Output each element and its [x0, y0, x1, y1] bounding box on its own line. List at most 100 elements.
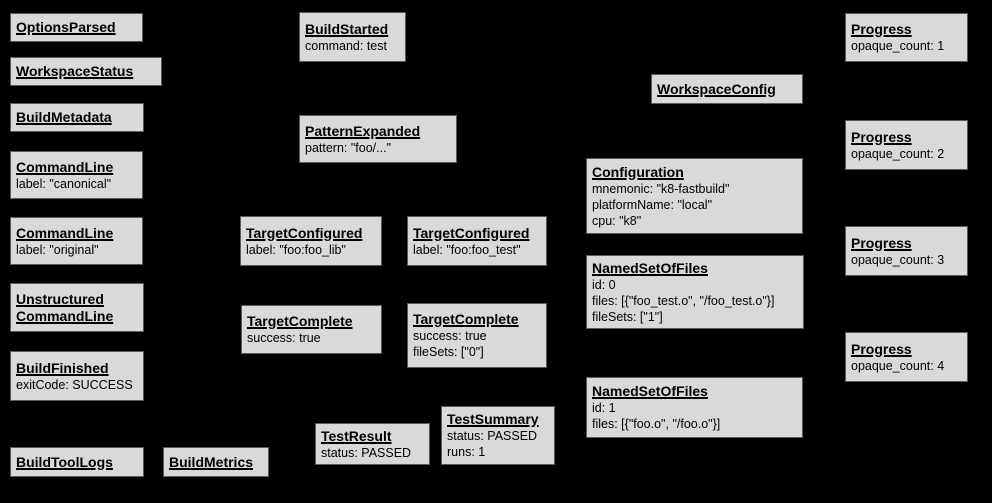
node-title: Progress — [851, 129, 962, 146]
node-field: status: PASSED — [321, 445, 412, 460]
node-title-line: TargetConfigured — [246, 224, 363, 241]
node-fields: label: "foo:foo_lib" — [246, 242, 376, 258]
node-title-line: PatternExpanded — [305, 122, 421, 139]
node-fields: status: PASSED — [321, 445, 424, 461]
node-field: opaque_count: 4 — [851, 358, 945, 373]
node-title-line: TargetConfigured — [413, 224, 530, 241]
node-title-line: TargetComplete — [413, 311, 519, 327]
node-title-line: WorkspaceStatus — [16, 63, 134, 79]
node-title-line: BuildMetadata — [16, 109, 112, 125]
node-progress-4: Progress opaque_count: 4 — [845, 332, 968, 382]
node-title: BuildStarted — [305, 21, 400, 38]
node-title: Configuration — [592, 164, 797, 181]
node-workspace-config: WorkspaceConfig — [651, 74, 803, 104]
node-field: cpu: "k8" — [592, 213, 642, 228]
node-title: TargetComplete — [247, 313, 376, 330]
node-progress-1: Progress opaque_count: 1 — [845, 13, 968, 62]
node-build-metrics: BuildMetrics — [163, 447, 269, 477]
node-title: PatternExpanded — [305, 123, 451, 140]
node-field: label: "canonical" — [16, 176, 112, 191]
node-fields: command: test — [305, 38, 400, 54]
node-test-result: TestResult status: PASSED — [315, 423, 430, 465]
node-title: Progress — [851, 235, 962, 252]
node-field: pattern: "foo/..." — [305, 140, 392, 155]
node-field: status: PASSED — [447, 429, 538, 443]
node-fields: mnemonic: "k8-fastbuild"platformName: "l… — [592, 181, 797, 229]
node-title: WorkspaceStatus — [16, 63, 156, 80]
node-title-line: Progress — [851, 128, 912, 145]
node-fields: status: PASSED runs: 1 — [447, 428, 549, 460]
node-title-line: WorkspaceConfig — [657, 80, 776, 97]
node-title-line: Progress — [851, 340, 912, 357]
node-title-line: CommandLine — [16, 307, 114, 324]
node-field: files: [{"foo_test.o", "/foo_test.o"}] — [592, 293, 775, 308]
node-field: files: [{"foo.o", "/foo.o"}] — [592, 417, 721, 431]
node-title-line: TargetComplete — [247, 313, 353, 329]
node-workspace-status: WorkspaceStatus — [10, 57, 162, 86]
node-target-configured-test: TargetConfigured label: "foo:foo_test" — [407, 216, 547, 266]
node-title-line: CommandLine — [16, 158, 114, 175]
node-fields: opaque_count: 3 — [851, 252, 962, 268]
node-build-finished: BuildFinished exitCode: SUCCESS — [10, 351, 144, 401]
node-options-parsed: OptionsParsed — [10, 13, 143, 42]
node-progress-3: Progress opaque_count: 3 — [845, 226, 968, 276]
node-title-line: OptionsParsed — [16, 19, 116, 35]
node-title: NamedSetOfFiles — [592, 260, 798, 277]
node-field: opaque_count: 1 — [851, 39, 945, 53]
node-title-line: BuildFinished — [16, 359, 109, 376]
node-title-line: TestResult — [321, 427, 392, 444]
node-title-line: CommandLine — [16, 224, 114, 241]
node-target-configured-lib: TargetConfigured label: "foo:foo_lib" — [240, 216, 382, 266]
node-fields: label: "canonical" — [16, 176, 137, 192]
node-field: platformName: "local" — [592, 197, 713, 212]
node-title: CommandLine — [16, 159, 137, 176]
node-title-line: NamedSetOfFiles — [592, 259, 708, 276]
node-configuration: Configuration mnemonic: "k8-fastbuild"pl… — [586, 158, 803, 234]
node-fields: success: true — [247, 330, 376, 346]
node-test-summary: TestSummary status: PASSED runs: 1 — [441, 406, 555, 465]
node-title: TargetComplete — [413, 311, 541, 328]
node-title: TestSummary — [447, 411, 549, 428]
node-field: success: true — [247, 331, 321, 345]
node-field: opaque_count: 2 — [851, 146, 945, 161]
node-fields: opaque_count: 4 — [851, 358, 962, 374]
node-build-tool-logs: BuildToolLogs — [10, 447, 144, 477]
node-title-line: Configuration — [592, 163, 684, 180]
node-field: opaque_count: 3 — [851, 252, 945, 267]
node-title-line: NamedSetOfFiles — [592, 383, 708, 399]
node-fields: exitCode: SUCCESS — [16, 377, 138, 393]
node-title: BuildFinished — [16, 360, 138, 377]
node-fields: label: "original" — [16, 242, 137, 258]
node-field: fileSets: ["0"] — [413, 345, 484, 359]
node-named-set-of-files-1: NamedSetOfFiles id: 1 files: [{"foo.o", "… — [586, 377, 803, 438]
node-title: BuildMetrics — [169, 454, 263, 471]
node-command-line-original: CommandLine label: "original" — [10, 217, 143, 265]
node-title: BuildMetadata — [16, 109, 138, 126]
node-fields: opaque_count: 1 — [851, 38, 962, 54]
node-title-line: Progress — [851, 21, 912, 37]
node-field: command: test — [305, 38, 387, 53]
node-field: id: 1 — [592, 401, 616, 415]
node-title: BuildToolLogs — [16, 454, 138, 471]
node-pattern-expanded: PatternExpanded pattern: "foo/..." — [299, 115, 457, 163]
node-target-complete-lib: TargetComplete success: true — [241, 305, 382, 354]
node-title-line: BuildStarted — [305, 20, 389, 37]
node-fields: pattern: "foo/..." — [305, 140, 451, 156]
node-title: OptionsParsed — [16, 19, 137, 36]
node-field: runs: 1 — [447, 445, 486, 459]
node-title-line: BuildMetrics — [169, 453, 254, 470]
node-field: label: "original" — [16, 242, 99, 257]
node-field: mnemonic: "k8-fastbuild" — [592, 181, 730, 196]
node-title: WorkspaceConfig — [657, 81, 797, 98]
node-fields: label: "foo:foo_test" — [413, 242, 541, 258]
node-title-line: Progress — [851, 234, 912, 251]
node-field: label: "foo:foo_lib" — [246, 242, 346, 257]
node-title: Progress — [851, 21, 962, 38]
node-title: TestResult — [321, 428, 424, 445]
node-title: CommandLine — [16, 225, 137, 242]
